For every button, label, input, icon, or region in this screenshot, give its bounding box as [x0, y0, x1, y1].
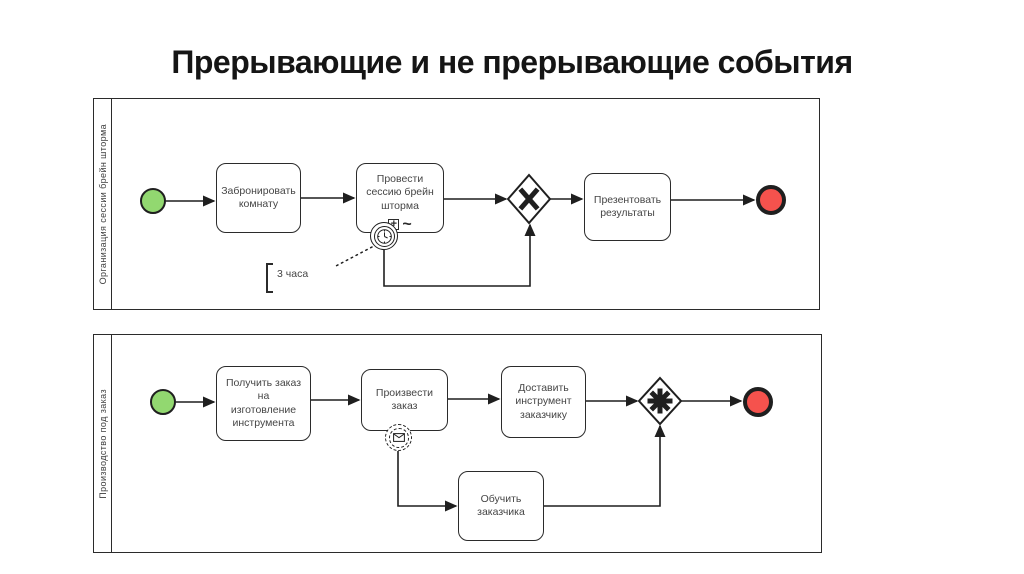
- lane-band: Организация сессии брейн шторма: [94, 99, 112, 309]
- pool-made-to-order: Производство под заказ Получить заказ на…: [93, 334, 822, 553]
- end-event: [743, 387, 773, 417]
- flow-train-to-gateway: [544, 424, 666, 507]
- annotation-association: [333, 246, 373, 268]
- gateway-x-icon: [518, 187, 540, 211]
- start-event: [140, 188, 166, 214]
- end-event: [756, 185, 786, 215]
- lane-label: Организация сессии брейн шторма: [97, 123, 108, 285]
- timer-boundary-event: [370, 222, 398, 250]
- pool2-connectors: [176, 376, 743, 512]
- clock-icon: [376, 228, 392, 244]
- annotation-bracket: [266, 263, 273, 293]
- gateway-asterisk-icon: [647, 388, 673, 414]
- pool-brainstorm-session: Организация сессии брейн шторма Забронир…: [93, 98, 820, 310]
- start-event: [150, 389, 176, 415]
- exclusive-gateway: [506, 173, 552, 225]
- task-markers: + ~: [357, 215, 443, 233]
- task-deliver-tool: Доставить инструмент заказчику: [501, 366, 586, 438]
- task-present-results: Презентовать результаты: [584, 173, 671, 241]
- pool1-connectors: [166, 173, 756, 287]
- message-boundary-event: [385, 424, 412, 451]
- task-receive-order: Получить заказ на изготовление инструмен…: [216, 366, 311, 441]
- task-book-room: Забронировать комнату: [216, 163, 301, 233]
- envelope-icon: [392, 433, 405, 442]
- task-conduct-brainstorm: Провести сессию брейн шторма + ~: [356, 163, 444, 233]
- lane-label: Производство под заказ: [97, 388, 108, 499]
- page-title: Прерывающие и не прерывающие события: [171, 44, 853, 80]
- flow-timer-to-gateway: [383, 223, 536, 287]
- lane-band: Производство под заказ: [94, 335, 112, 552]
- task-produce-order: Произвести заказ: [361, 369, 448, 431]
- task-train-customer: Обучить заказчика: [458, 471, 544, 541]
- flow-message-to-train: [397, 451, 458, 512]
- adhoc-marker-icon: ~: [402, 215, 412, 233]
- annotation-3-hours: 3 часа: [277, 268, 309, 280]
- complex-gateway: [637, 376, 683, 426]
